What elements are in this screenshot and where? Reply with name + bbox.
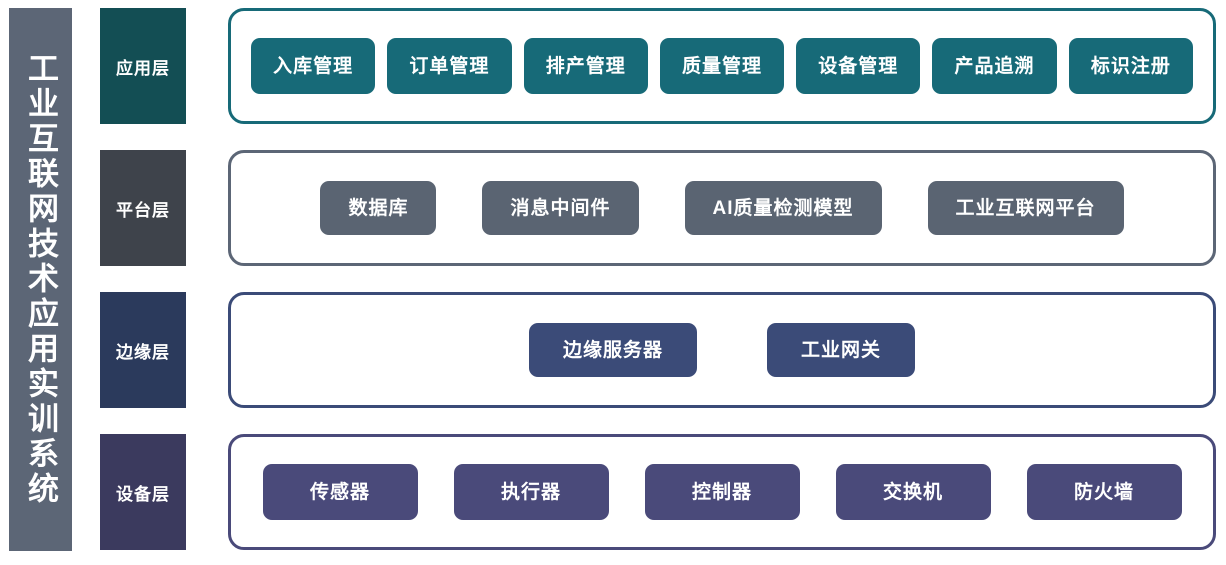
- layer-label-edge-text: 边缘层: [116, 342, 170, 362]
- layer-container-device: 传感器 执行器 控制器 交换机 防火墙: [228, 434, 1216, 550]
- module-jiaohuanji[interactable]: 交换机: [835, 464, 991, 520]
- module-fanghuoqiang[interactable]: 防火墙: [1026, 464, 1182, 520]
- system-title-bar: 工业互联网技术应用实训系统: [9, 8, 72, 551]
- module-chuanganqi[interactable]: 传感器: [262, 464, 418, 520]
- layer-label-platform: 平台层: [100, 150, 186, 266]
- layer-container-edge: 边缘服务器 工业网关: [228, 292, 1216, 408]
- module-zhixingqi[interactable]: 执行器: [453, 464, 609, 520]
- layer-label-device-text: 设备层: [116, 484, 170, 504]
- layer-label-application: 应用层: [100, 8, 186, 124]
- module-ruku-guanli[interactable]: 入库管理: [251, 38, 376, 94]
- module-gongye-wangguan[interactable]: 工业网关: [767, 323, 916, 377]
- module-xiaoxi-zhongjianjian[interactable]: 消息中间件: [482, 181, 639, 235]
- module-kongzhiqi[interactable]: 控制器: [644, 464, 800, 520]
- system-title-text: 工业互联网技术应用实训系统: [23, 52, 58, 507]
- layer-label-device: 设备层: [100, 434, 186, 550]
- layer-container-application: 入库管理 订单管理 排产管理 质量管理 设备管理 产品追溯 标识注册: [228, 8, 1216, 124]
- module-chanpin-zhuisu[interactable]: 产品追溯: [932, 38, 1057, 94]
- module-gongye-hulianwang-pingtai[interactable]: 工业互联网平台: [927, 181, 1124, 235]
- module-biaoshi-zhuce[interactable]: 标识注册: [1068, 38, 1193, 94]
- module-ai-zhiliang-jiance-moxing[interactable]: AI质量检测模型: [684, 181, 882, 235]
- layer-label-application-text: 应用层: [116, 58, 170, 78]
- layer-label-platform-text: 平台层: [116, 200, 170, 220]
- module-zhiliang-guanli[interactable]: 质量管理: [659, 38, 785, 94]
- module-dingdan-guanli[interactable]: 订单管理: [387, 38, 512, 94]
- layer-container-platform: 数据库 消息中间件 AI质量检测模型 工业互联网平台: [228, 150, 1216, 266]
- module-bianyuan-fuwuqi[interactable]: 边缘服务器: [528, 323, 697, 377]
- module-shebei-guanli[interactable]: 设备管理: [796, 38, 921, 94]
- module-paichan-guanli[interactable]: 排产管理: [523, 38, 648, 94]
- layer-label-edge: 边缘层: [100, 292, 186, 408]
- module-shujuku[interactable]: 数据库: [320, 181, 437, 235]
